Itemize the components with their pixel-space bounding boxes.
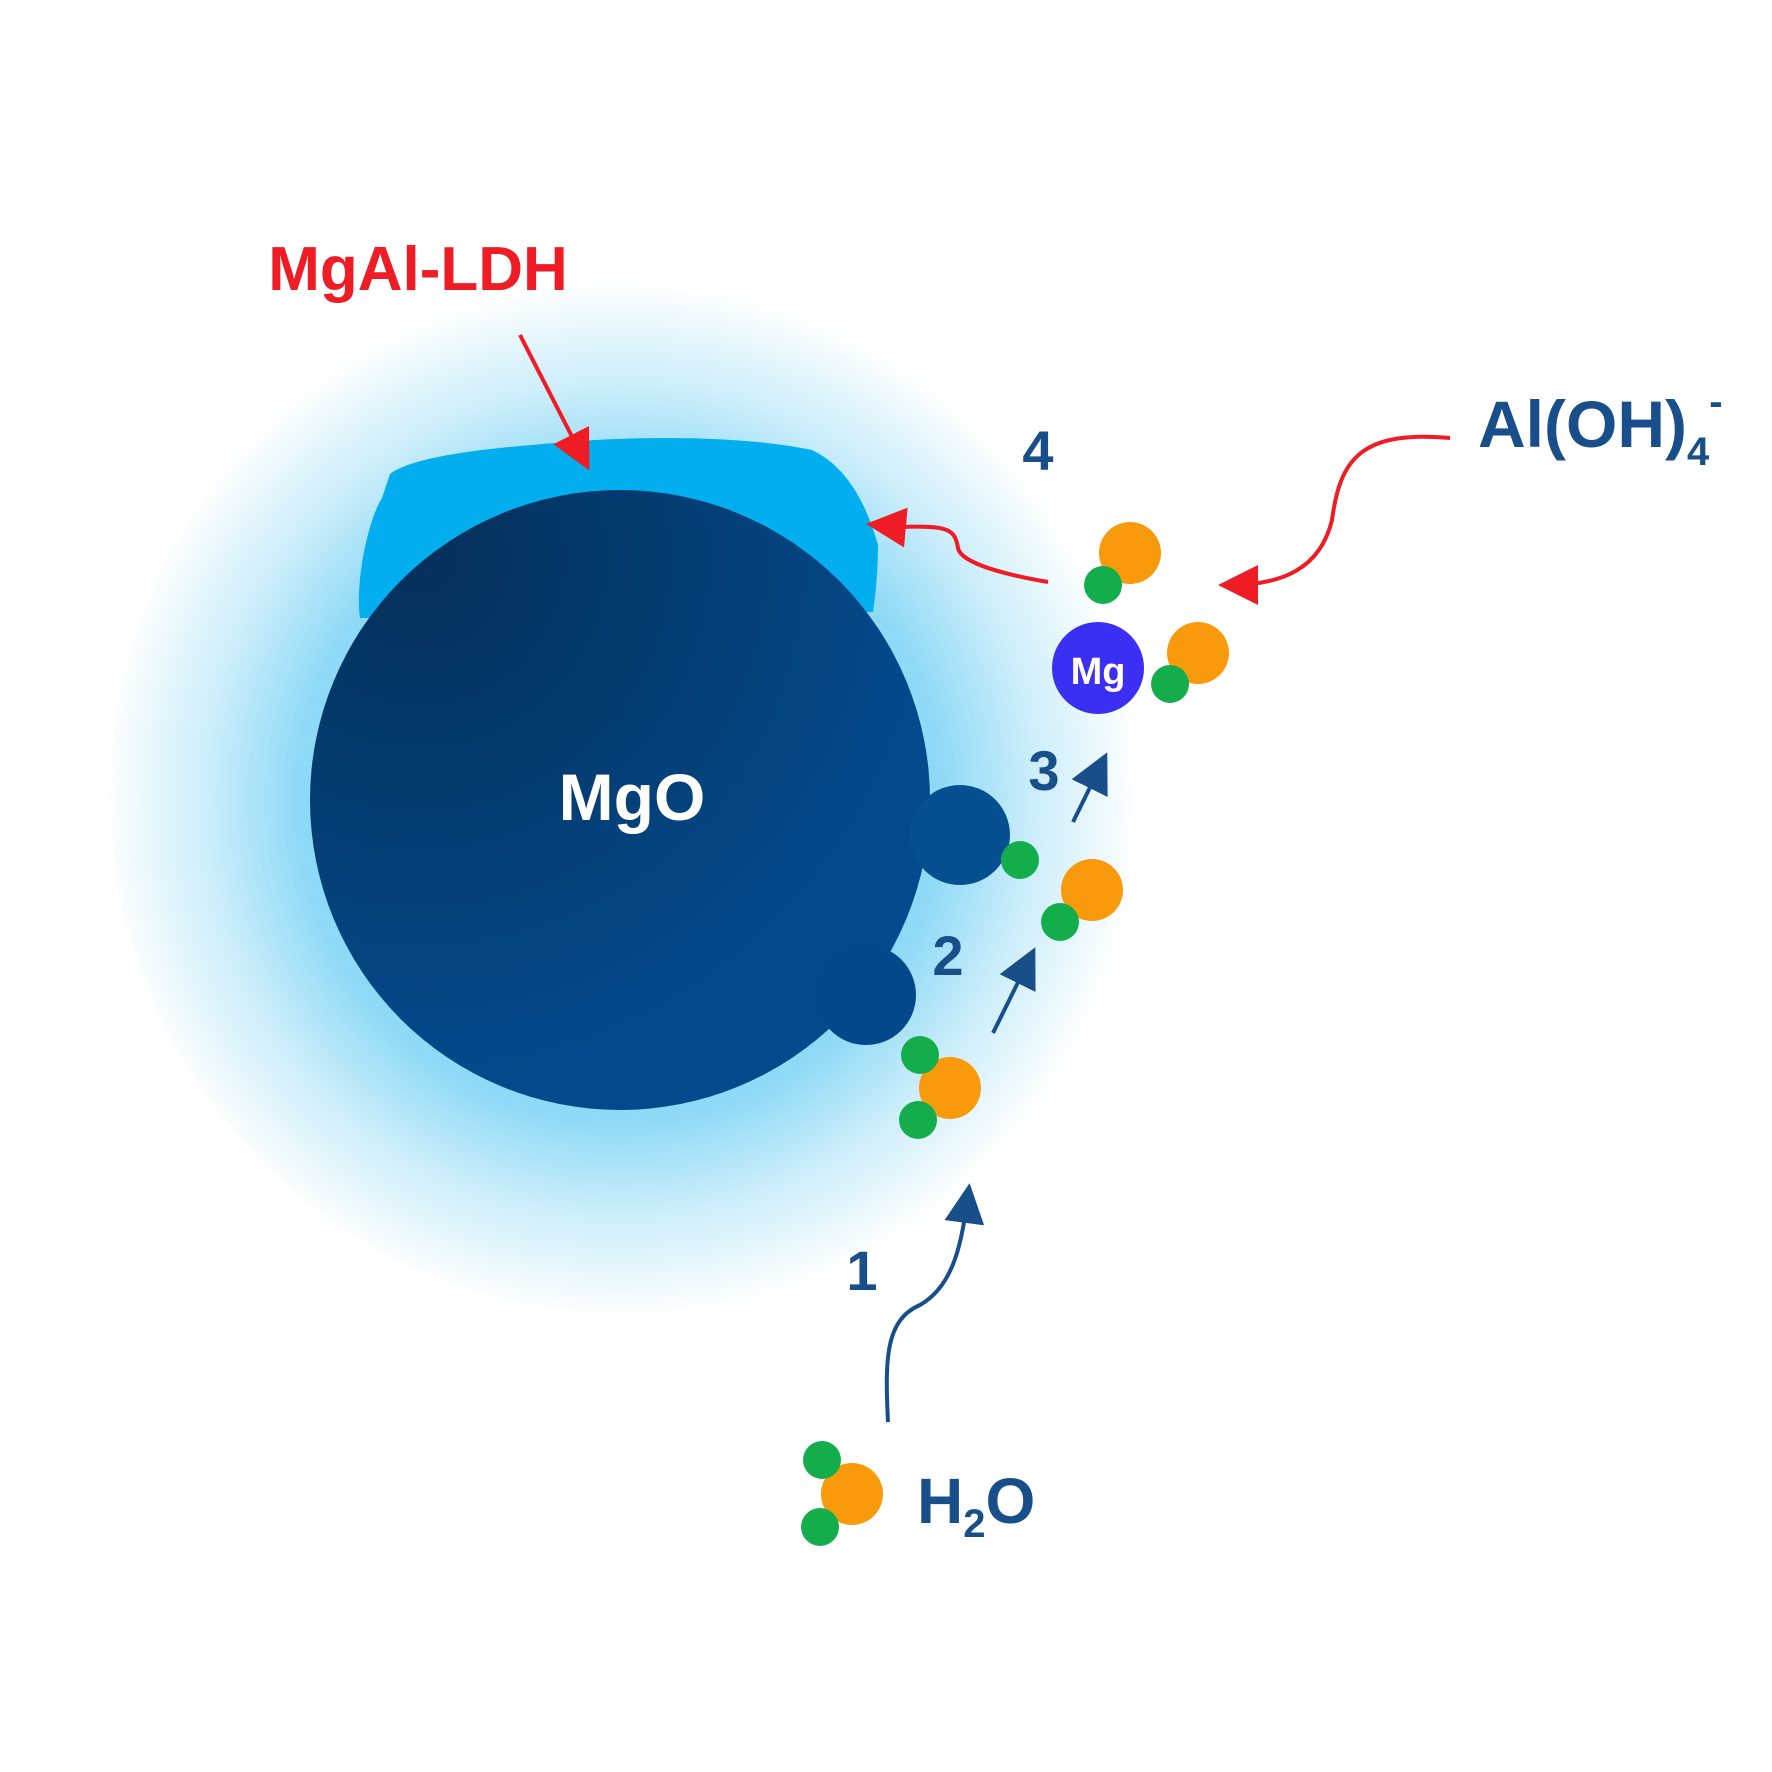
water-label-h: H — [917, 1465, 963, 1537]
mgo-bump-lower — [816, 945, 916, 1045]
step-3-label: 3 — [1028, 739, 1059, 802]
water-molecule-adsorbed — [899, 1036, 981, 1139]
oxygen-atom — [1099, 522, 1161, 584]
oxygen-atom — [821, 1463, 883, 1525]
hydroxide-ion-mid — [1041, 859, 1123, 941]
aluminate-base: Al(OH) — [1478, 387, 1687, 461]
step-1-arrow — [884, 1183, 985, 1423]
hydrogen-atom — [901, 1036, 939, 1074]
aluminate-label: Al(OH)4 - — [1478, 380, 1723, 474]
aluminate-arrow — [1218, 434, 1451, 605]
hydroxide-ion-right — [1151, 622, 1229, 703]
ldh-formation-arrow — [866, 507, 1049, 584]
ldh-pointer-arrow — [518, 334, 590, 471]
hydrogen-atom — [1151, 665, 1189, 703]
step-2-label: 2 — [932, 924, 963, 987]
hydrogen-atom — [1041, 903, 1079, 941]
ldh-label: MgAl-LDH — [268, 235, 568, 304]
step-4-label: 4 — [1022, 419, 1053, 482]
water-label: H2O — [917, 1465, 1035, 1546]
oxygen-atom — [1061, 859, 1123, 921]
mgo-label: MgO — [559, 760, 706, 834]
mgo-bump-upper — [910, 785, 1010, 885]
hydrogen-atom — [1084, 566, 1122, 604]
oxygen-atom — [919, 1057, 981, 1119]
water-label-subscript: 2 — [963, 1502, 985, 1546]
step-2-arrow — [991, 947, 1036, 1034]
hydrogen-atom-released — [1001, 841, 1039, 879]
water-label-o: O — [985, 1465, 1035, 1537]
step-3-arrow — [1071, 752, 1108, 823]
water-molecule — [801, 1441, 883, 1546]
hydrogen-atom — [803, 1441, 841, 1479]
mg-ion — [1052, 622, 1144, 714]
aluminate-subscript: 4 — [1687, 430, 1710, 474]
mg-ion-label: Mg — [1071, 651, 1126, 693]
hydrogen-atom — [801, 1508, 839, 1546]
aluminate-superscript: - — [1709, 380, 1722, 424]
hydroxide-ion-top — [1084, 522, 1161, 604]
step-1-label: 1 — [846, 1239, 877, 1302]
mgo-core — [310, 490, 930, 1110]
oxygen-atom — [1167, 622, 1229, 684]
hydrogen-atom — [899, 1101, 937, 1139]
